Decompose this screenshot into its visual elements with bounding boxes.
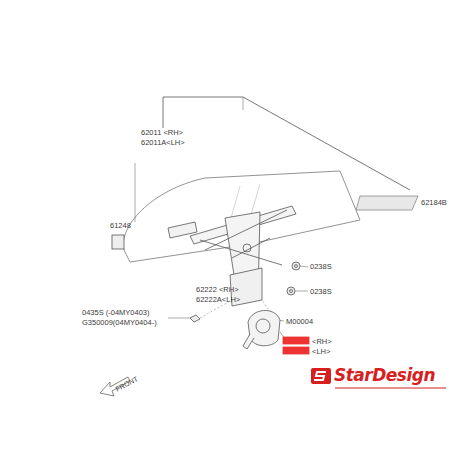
part-number: 62222A<LH>	[196, 296, 240, 304]
side-note: <RH>	[312, 338, 332, 346]
part-number: 0238S	[310, 288, 332, 296]
part-number: 62011 <RH>	[141, 129, 183, 137]
part-number: 62222 <RH>	[196, 286, 239, 294]
side-note: <LH>	[312, 348, 330, 356]
part-number: 0238S	[310, 263, 332, 271]
brand-logo: StarDesign	[334, 367, 435, 384]
part-number: 62011A<LH>	[141, 139, 185, 147]
part-number: M00004	[286, 318, 313, 326]
part-number: 62184B	[421, 199, 447, 207]
part-number: 61248	[110, 222, 131, 230]
part-number: G350009(04MY0404-)	[82, 319, 157, 327]
part-number: 0435S (-04MY0403)	[82, 309, 150, 317]
